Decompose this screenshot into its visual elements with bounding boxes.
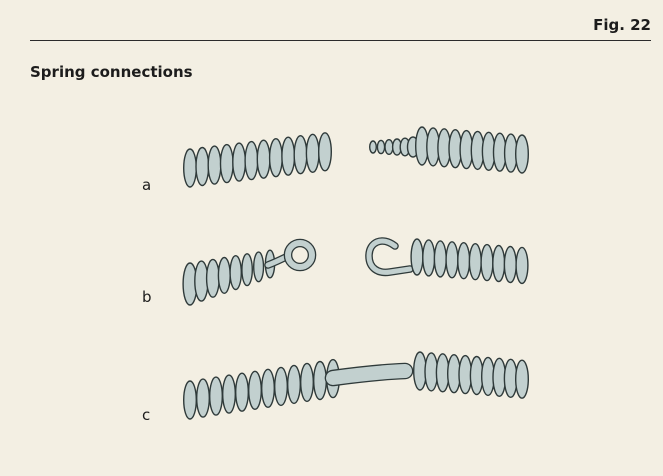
coil-turn — [305, 133, 320, 174]
coil-turn — [195, 146, 210, 187]
coil-turn — [300, 362, 315, 403]
coil-turn — [274, 366, 289, 407]
hook-end — [365, 237, 414, 277]
eye-loop — [264, 238, 317, 272]
coil-turn — [207, 145, 222, 185]
coil-turn — [256, 139, 271, 179]
spring-a-right — [415, 126, 530, 174]
taper-turn — [369, 140, 378, 154]
coil-turn — [219, 143, 234, 184]
figure-title: Spring connections — [30, 63, 193, 81]
coil-turn — [195, 378, 210, 418]
coil-turn — [268, 137, 283, 178]
variant-label-c: c — [142, 406, 151, 424]
taper-turn — [384, 138, 394, 155]
spring-a-left — [182, 132, 333, 188]
coil-turn — [208, 376, 223, 416]
figure-number: Fig. 22 — [593, 16, 651, 34]
coil-turn — [217, 256, 231, 294]
coil-turn — [232, 142, 247, 182]
coil-turn — [503, 245, 517, 284]
coil-turn — [221, 374, 236, 414]
coil-turn — [515, 246, 529, 285]
coil-turn — [515, 134, 530, 174]
coil-turn — [445, 241, 459, 279]
taper-turn — [376, 139, 386, 155]
spring-c-left — [182, 358, 341, 420]
spring-a-tapered-end — [369, 136, 420, 158]
spring-b-left — [182, 249, 276, 306]
coil-turn — [457, 242, 471, 280]
coil-turn — [433, 240, 447, 278]
variant-label-a: a — [142, 176, 152, 194]
coil-turn — [253, 251, 265, 283]
coil-turn — [515, 359, 530, 399]
coil-turn — [182, 148, 197, 188]
coil-turn — [492, 244, 506, 283]
coil-turn — [244, 140, 259, 181]
coil-turn — [287, 364, 302, 405]
coil-turn — [468, 243, 482, 281]
connecting-rod — [324, 362, 414, 387]
coil-turn — [293, 134, 308, 175]
coil-turn — [261, 368, 276, 408]
coil-turn — [247, 370, 262, 410]
spring-b-right — [410, 238, 529, 285]
coil-turn — [241, 253, 254, 287]
coil-turn — [318, 132, 333, 172]
coil-turn — [229, 255, 242, 291]
coil-turn — [422, 239, 436, 277]
coil-turn — [182, 380, 197, 420]
spring-c-right — [413, 351, 530, 399]
coil-turn — [205, 258, 220, 298]
coil-turn — [281, 136, 296, 176]
coil-turn — [410, 238, 424, 276]
header-rule — [30, 40, 651, 41]
coil-turn — [480, 243, 494, 282]
variant-label-b: b — [142, 288, 152, 306]
coil-turn — [234, 372, 249, 412]
coil-turn — [313, 360, 328, 401]
